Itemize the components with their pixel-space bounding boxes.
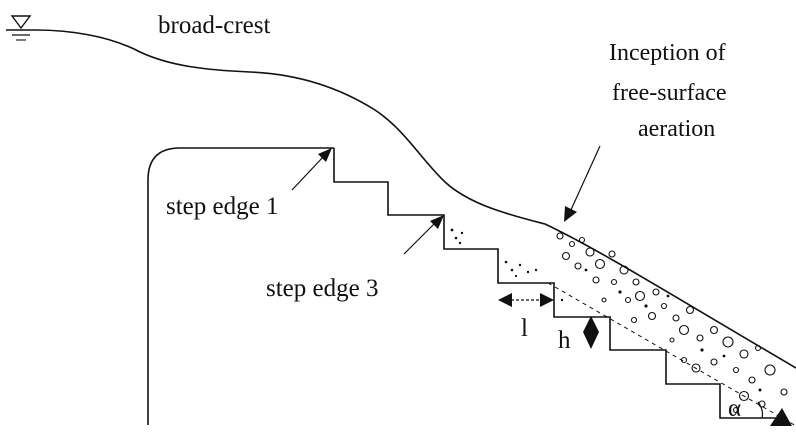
step-edge-1-arrow: [291, 148, 332, 191]
weir-crest-outline: [147, 147, 334, 425]
inception-label-line2: free-surface: [612, 80, 727, 106]
air-bubbles: [556, 232, 788, 414]
step-edge-1-label: step edge 1: [166, 193, 278, 220]
inception-arrow: [564, 145, 601, 222]
inception-label-line1: Inception of: [609, 40, 726, 66]
angle-label: α: [728, 395, 741, 422]
step-edge-3-arrow: [403, 215, 444, 255]
step-length-dimension: [498, 293, 554, 307]
stepped-spillway-profile: [333, 148, 776, 419]
step-length-label: l: [521, 315, 528, 342]
cavity-speckles: [450, 228, 564, 302]
inception-label-line3: aeration: [638, 116, 715, 142]
step-height-marker: [583, 316, 599, 349]
angle-arc: [757, 401, 764, 419]
bottom-right-arrow: [770, 408, 792, 426]
step-edge-3-label: step edge 3: [266, 275, 378, 302]
step-height-label: h: [558, 327, 571, 354]
water-level-symbol: [6, 15, 36, 41]
broad-crest-label: broad-crest: [158, 12, 270, 39]
